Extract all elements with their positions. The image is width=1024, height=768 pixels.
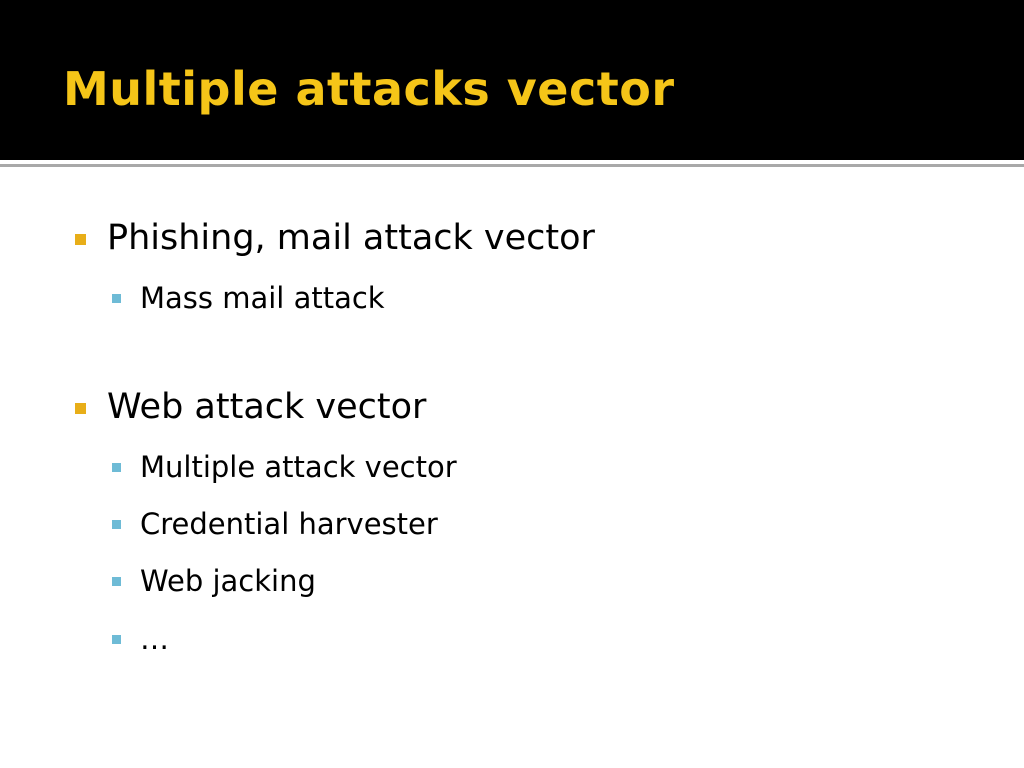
sub-bullet-item-credential-harvester: Credential harvester: [112, 505, 438, 543]
square-bullet-icon: [112, 577, 121, 586]
square-bullet-icon: [112, 294, 121, 303]
square-bullet-icon: [112, 463, 121, 472]
square-bullet-icon: [75, 403, 86, 414]
title-bar: Multiple attacks vector: [0, 0, 1024, 160]
sub-bullet-item-mass-mail: Mass mail attack: [112, 279, 385, 317]
square-bullet-icon: [112, 520, 121, 529]
bullet-text: Phishing, mail attack vector: [107, 218, 595, 258]
square-bullet-icon: [112, 635, 121, 644]
sub-bullet-text: Credential harvester: [140, 507, 438, 541]
title-separator-line: [0, 164, 1024, 167]
sub-bullet-text: Multiple attack vector: [140, 450, 457, 484]
sub-bullet-item-web-jacking: Web jacking: [112, 562, 316, 600]
bullet-item-web-attack: Web attack vector: [75, 385, 427, 429]
sub-bullet-item-multiple-attack: Multiple attack vector: [112, 448, 457, 486]
bullet-item-phishing: Phishing, mail attack vector: [75, 216, 595, 260]
sub-bullet-text: Web jacking: [140, 564, 316, 598]
bullet-text: Web attack vector: [107, 387, 427, 427]
sub-bullet-text: Mass mail attack: [140, 281, 385, 315]
slide-title: Multiple attacks vector: [63, 62, 675, 116]
sub-bullet-item-ellipsis: …: [112, 620, 169, 658]
title-separator-gap: [0, 160, 1024, 164]
square-bullet-icon: [75, 234, 86, 245]
sub-bullet-text: …: [140, 622, 169, 656]
